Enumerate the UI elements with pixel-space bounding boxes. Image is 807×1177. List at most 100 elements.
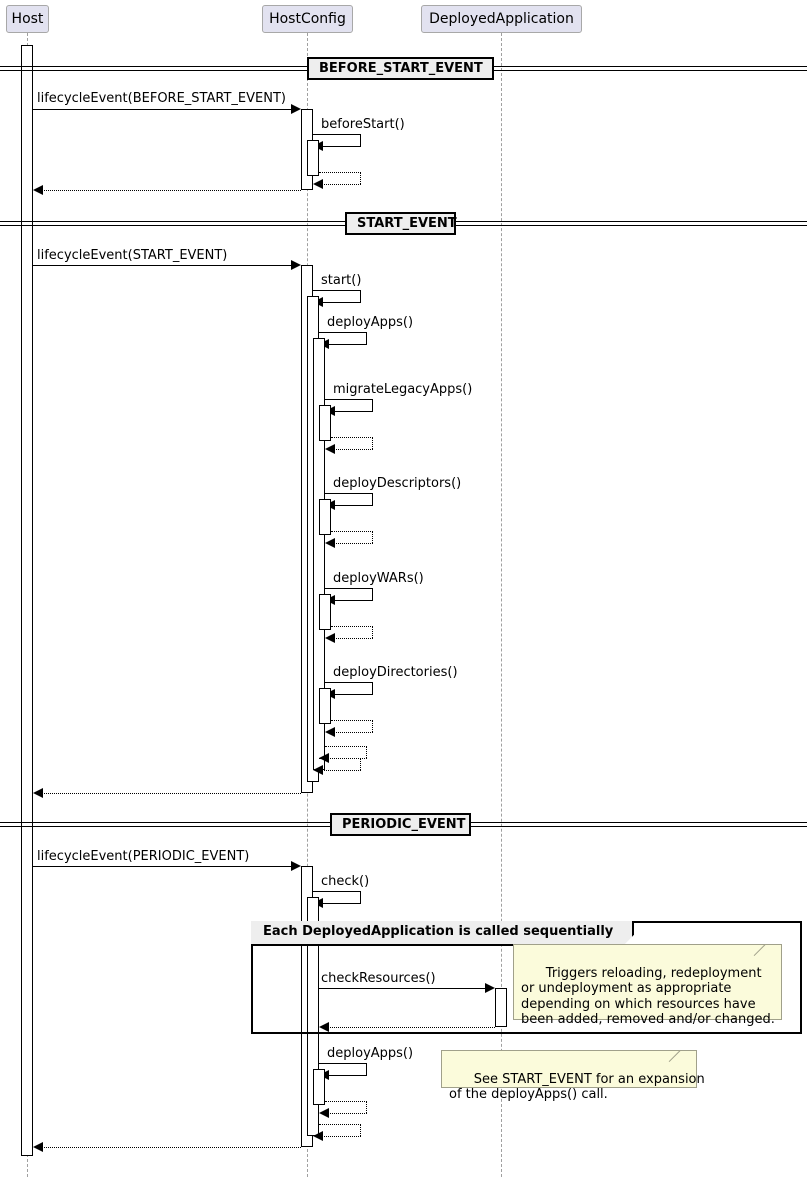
participant-host-label: Host: [11, 11, 44, 27]
message-line-m16-top: [325, 746, 367, 747]
message-line-m9-bottom: [334, 449, 373, 450]
message-line-m3-bottom: [322, 184, 361, 185]
message-line-m6-bottom: [322, 302, 361, 303]
participant-host[interactable]: Host: [6, 5, 49, 33]
participant-deployedapplication[interactable]: DeployedApplication: [421, 5, 582, 33]
message-arrowhead-m21: [485, 983, 495, 993]
message-arrowhead-m1: [291, 104, 301, 114]
lifeline-deployedapplication: [501, 33, 502, 1177]
message-line-m3-top: [319, 172, 361, 173]
message-line-m13-bottom: [334, 638, 373, 639]
message-arrowhead-m24: [319, 1108, 329, 1118]
message-seg-m14-right: [372, 682, 373, 694]
message-line-m24-bottom: [328, 1113, 367, 1114]
message-seg-m23-right: [366, 1063, 367, 1075]
message-seg-m24-right: [366, 1101, 367, 1113]
message-seg-m9-right: [372, 437, 373, 449]
message-line-m14-top: [325, 682, 373, 683]
message-label-m7: deployApps(): [327, 315, 414, 330]
message-line-m22: [328, 1027, 495, 1028]
message-label-m14: deployDirectories(): [333, 665, 458, 680]
message-seg-m12-right: [372, 588, 373, 600]
activation-hostconfig-l4-deploydescriptors: [319, 499, 331, 535]
message-line-m17-bottom: [322, 770, 361, 771]
message-seg-m13-right: [372, 626, 373, 638]
message-seg-m3-right: [360, 172, 361, 184]
message-line-m23-bottom: [328, 1075, 367, 1076]
group-loop-label: Each DeployedApplication is called seque…: [263, 924, 614, 939]
divider-before-start: BEFORE_START_EVENT: [307, 57, 494, 80]
message-line-m10-bottom: [334, 505, 373, 506]
note-checkresources: Triggers reloading, redeployment or unde…: [513, 944, 782, 1027]
note-checkresources-wrap: Triggers reloading, redeployment or unde…: [513, 944, 782, 1027]
message-line-m23-top: [319, 1063, 367, 1064]
message-label-m19: lifecycleEvent(PERIODIC_EVENT): [37, 849, 250, 864]
message-arrowhead-m26: [33, 1142, 43, 1152]
message-seg-m16-right: [366, 746, 367, 758]
message-line-m20-bottom: [322, 903, 361, 904]
message-seg-m25-right: [360, 1124, 361, 1136]
message-line-m11-bottom: [334, 543, 373, 544]
message-label-m10: deployDescriptors(): [333, 476, 462, 491]
group-loop-header: Each DeployedApplication is called seque…: [251, 921, 634, 946]
participant-hostconfig-label: HostConfig: [269, 11, 346, 27]
message-line-m12-bottom: [334, 600, 373, 601]
message-line-m12-top: [325, 588, 373, 589]
note-checkresources-text: Triggers reloading, redeployment or unde…: [521, 965, 775, 1028]
message-line-m21: [319, 988, 486, 989]
message-seg-m2-right: [360, 134, 361, 146]
message-line-m8-top: [325, 399, 373, 400]
message-line-m25-bottom: [322, 1136, 361, 1137]
message-line-m17-top: [319, 758, 361, 759]
message-label-m1: lifecycleEvent(BEFORE_START_EVENT): [37, 91, 286, 106]
divider-periodic: PERIODIC_EVENT: [330, 813, 471, 836]
message-line-m2-top: [313, 134, 361, 135]
message-line-m8-bottom: [334, 411, 373, 412]
divider-periodic-label: PERIODIC_EVENT: [342, 817, 466, 832]
message-arrowhead-m18: [33, 788, 43, 798]
message-line-m25-top: [319, 1124, 361, 1125]
message-arrowhead-m3: [313, 179, 323, 189]
message-line-m18: [42, 793, 301, 794]
message-label-m20: check(): [321, 874, 370, 889]
message-arrowhead-m5: [291, 260, 301, 270]
message-seg-m8-right: [372, 399, 373, 411]
activation-deployedapplication-checkresources: [495, 988, 507, 1027]
message-line-m7-top: [319, 332, 367, 333]
message-arrowhead-m13: [325, 633, 335, 643]
message-seg-m15-right: [372, 720, 373, 732]
message-line-m15-bottom: [334, 732, 373, 733]
message-arrowhead-m17: [313, 765, 323, 775]
activation-hostconfig-l2-before-start: [307, 140, 319, 176]
message-arrowhead-m19: [291, 861, 301, 871]
note-deployapps-fold-corner-icon: [685, 1051, 696, 1062]
message-arrowhead-m15: [325, 727, 335, 737]
message-arrowhead-m9: [325, 444, 335, 454]
message-line-m2-bottom: [322, 146, 361, 147]
message-arrowhead-m25: [313, 1131, 323, 1141]
note-deployapps-text: See START_EVENT for an expansion of the …: [449, 1071, 705, 1103]
message-label-m5: lifecycleEvent(START_EVENT): [37, 248, 228, 263]
message-seg-m10-right: [372, 493, 373, 505]
message-line-m1: [33, 109, 292, 110]
message-seg-m7-right: [366, 332, 367, 344]
message-label-m23: deployApps(): [327, 1046, 414, 1061]
message-line-m9-top: [331, 437, 373, 438]
message-label-m2: beforeStart(): [321, 117, 405, 132]
activation-host-root: [21, 45, 33, 1156]
message-label-m6: start(): [321, 273, 362, 288]
message-line-m11-top: [331, 531, 373, 532]
activation-hostconfig-l4-deploywars: [319, 594, 331, 630]
message-line-m26: [42, 1147, 301, 1148]
note-fold-corner-icon: [770, 945, 781, 956]
message-arrowhead-m11: [325, 538, 335, 548]
message-line-m4: [42, 190, 301, 191]
message-seg-m6-right: [360, 290, 361, 302]
message-line-m20-top: [313, 891, 361, 892]
message-line-m5: [33, 265, 292, 266]
message-seg-m17-right: [360, 758, 361, 770]
divider-start: START_EVENT: [345, 212, 457, 235]
message-line-m13-top: [331, 626, 373, 627]
participant-hostconfig[interactable]: HostConfig: [262, 5, 353, 33]
